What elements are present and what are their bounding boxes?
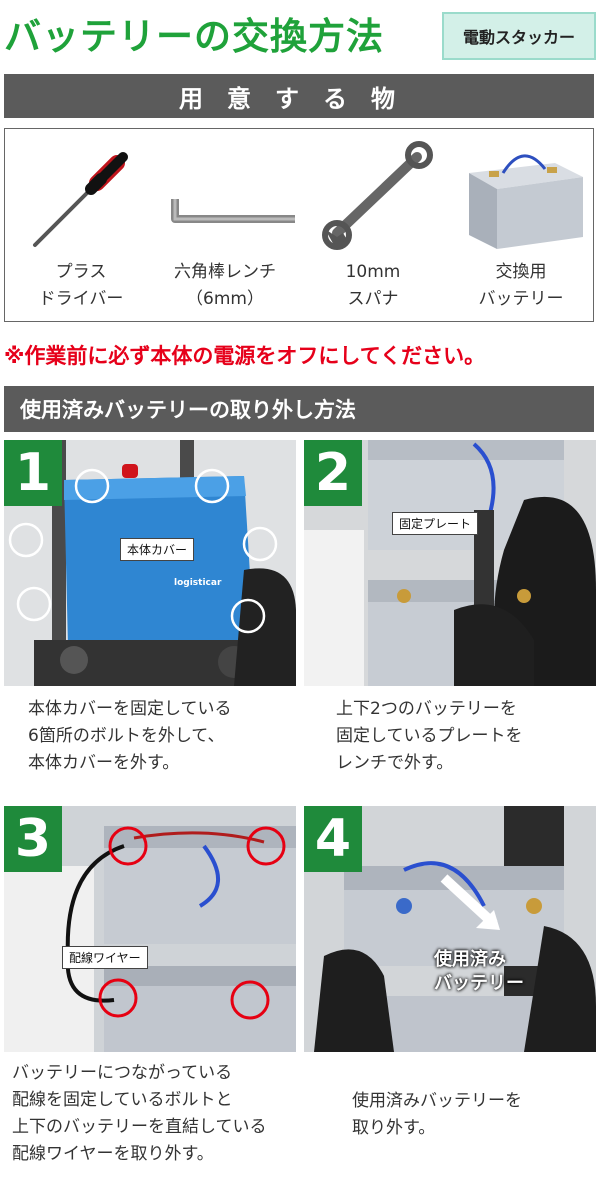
step-4-photo: 4 使用済み バッテリー <box>304 806 596 1052</box>
tool-label: 六角棒レンチ （6mm） <box>174 262 276 309</box>
step-3-photo: 3 配線ワイヤー <box>4 806 296 1052</box>
screwdriver-icon <box>33 152 128 247</box>
used-battery-label-line: 使用済み <box>434 949 506 970</box>
callout-fixing-plate: 固定プレート <box>392 512 479 535</box>
step-number: 1 <box>4 440 62 506</box>
battery-icon <box>469 154 583 249</box>
step-3-caption: バッテリーにつながっている 配線を固定しているボルトと 上下のバッテリーを直結し… <box>12 1063 267 1164</box>
step-2-caption: 上下2つのバッテリーを 固定しているプレートを レンチで外す。 <box>336 699 523 773</box>
used-battery-label: 使用済み バッテリー <box>434 948 524 996</box>
step-2-photo: 2 固定プレート <box>304 440 596 686</box>
hex-key-icon <box>171 199 295 223</box>
tool-label: 10mm スパナ <box>345 262 401 309</box>
section-heading-preparation: 用意する物 <box>4 74 594 118</box>
page-title: バッテリーの交換方法 <box>4 15 384 58</box>
step-1-photo: logisticar 1 本体カバー <box>4 440 296 686</box>
step-number: 2 <box>304 440 362 506</box>
tool-battery: 交換用 バッテリー <box>451 129 591 321</box>
step-1-illustration <box>4 440 296 686</box>
tool-hex-key: 六角棒レンチ （6mm） <box>155 129 295 321</box>
used-battery-label-line: バッテリー <box>434 973 524 994</box>
step-number: 3 <box>4 806 62 872</box>
tool-label: プラス ドライバー <box>38 262 124 309</box>
step-4-caption: 使用済みバッテリーを 取り外す。 <box>352 1091 522 1138</box>
callout-cover: 本体カバー <box>120 538 195 561</box>
tool-label: 交換用 バッテリー <box>478 262 564 309</box>
product-badge: 電動スタッカー <box>442 12 596 60</box>
step-1-caption: 本体カバーを固定している 6箇所のボルトを外して、 本体カバーを外す。 <box>28 699 232 773</box>
wrench-icon <box>322 141 433 250</box>
step-number: 4 <box>304 806 362 872</box>
tool-wrench: 10mm スパナ <box>303 129 443 321</box>
tools-panel: プラス ドライバー 六角棒レンチ （6mm） 10mm スパナ 交換用 バッテリ… <box>4 128 594 322</box>
section-heading-removal: 使用済みバッテリーの取り外し方法 <box>4 386 594 432</box>
brand-logo: logisticar <box>174 578 222 588</box>
callout-wiring: 配線ワイヤー <box>62 946 148 969</box>
warning-text: ※作業前に必ず本体の電源をオフにしてください。 <box>4 344 486 368</box>
tool-screwdriver: プラス ドライバー <box>11 129 151 321</box>
